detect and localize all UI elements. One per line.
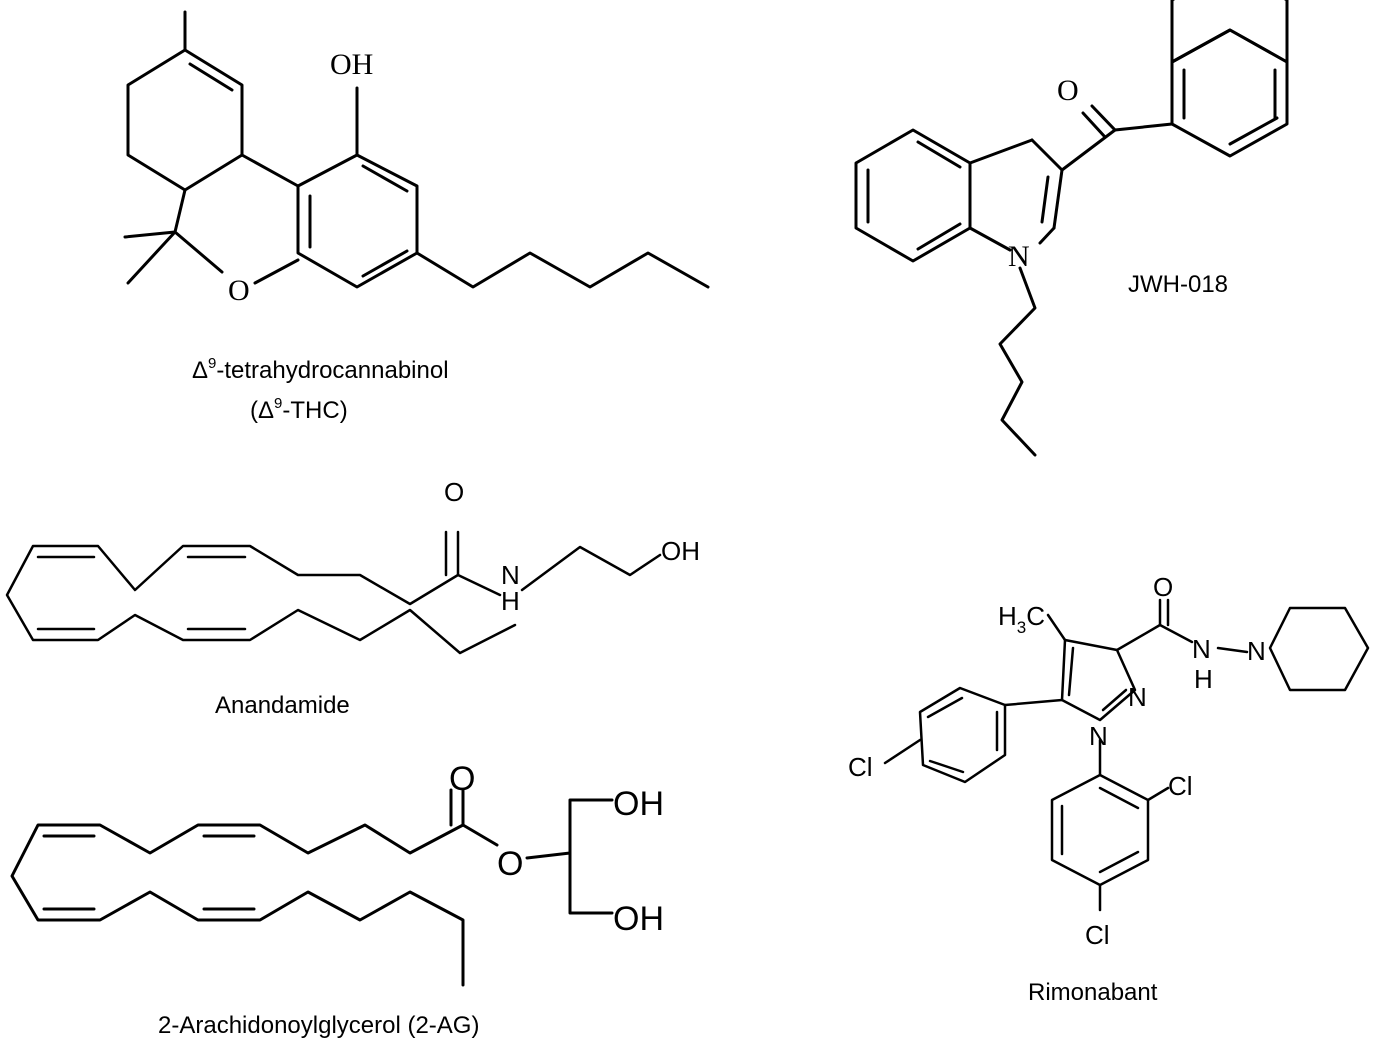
jwh018-carbonyl-oxygen-label: O bbox=[1057, 74, 1079, 107]
anandamide-caption: Anandamide bbox=[215, 692, 350, 719]
rimonabant-pyrazole-n1-label: N bbox=[1089, 721, 1108, 751]
rimonabant-caption: Rimonabant bbox=[1028, 979, 1158, 1006]
rimonabant-methyl-label: H3C bbox=[998, 601, 1045, 637]
rimonabant-structure: H3C O N H N N N Cl Cl Cl bbox=[848, 572, 1370, 950]
anandamide-carbonyl-oxygen-label: O bbox=[444, 477, 464, 507]
anandamide-amide-hydrogen-label: H bbox=[501, 586, 520, 616]
anandamide-structure: O N H OH bbox=[5, 477, 700, 655]
rimonabant-left-chlorine-label: Cl bbox=[848, 752, 873, 782]
two-ag-ester-oxygen-label: O bbox=[497, 845, 523, 883]
rimonabant-amide-hydrogen-label: H bbox=[1194, 664, 1213, 694]
anandamide-hydroxyl-label: OH bbox=[661, 536, 700, 566]
two-ag-top-hydroxyl-label: OH bbox=[613, 785, 664, 823]
rimonabant-carbonyl-oxygen-label: O bbox=[1153, 572, 1173, 602]
thc-caption-line2: (Δ9-THC) bbox=[250, 395, 348, 424]
rimonabant-para-chlorine-label: Cl bbox=[1085, 920, 1110, 950]
jwh018-indole-nitrogen-label: N bbox=[1008, 240, 1030, 273]
two-ag-caption: 2-Arachidonoylglycerol (2-AG) bbox=[158, 1012, 479, 1039]
anandamide-amide-nitrogen-label: N bbox=[501, 560, 520, 590]
thc-caption-line1: Δ9-tetrahydrocannabinol bbox=[192, 355, 449, 384]
two-ag-structure: O O OH OH bbox=[10, 760, 664, 987]
thc-oh-label: OH bbox=[330, 48, 373, 81]
rimonabant-pyrazole-n2-label: N bbox=[1128, 682, 1147, 712]
thc-structure: OH O bbox=[123, 10, 710, 307]
thc-ring-oxygen-label: O bbox=[228, 274, 250, 307]
rimonabant-ortho-chlorine-label: Cl bbox=[1168, 771, 1193, 801]
two-ag-bottom-hydroxyl-label: OH bbox=[613, 900, 664, 938]
jwh018-caption: JWH-018 bbox=[1128, 271, 1228, 298]
rimonabant-amide-nitrogen-label: N bbox=[1192, 634, 1211, 664]
two-ag-carbonyl-oxygen-label: O bbox=[449, 760, 475, 798]
jwh018-structure: O N bbox=[854, 0, 1289, 457]
rimonabant-piperidine-nitrogen-label: N bbox=[1247, 636, 1266, 666]
